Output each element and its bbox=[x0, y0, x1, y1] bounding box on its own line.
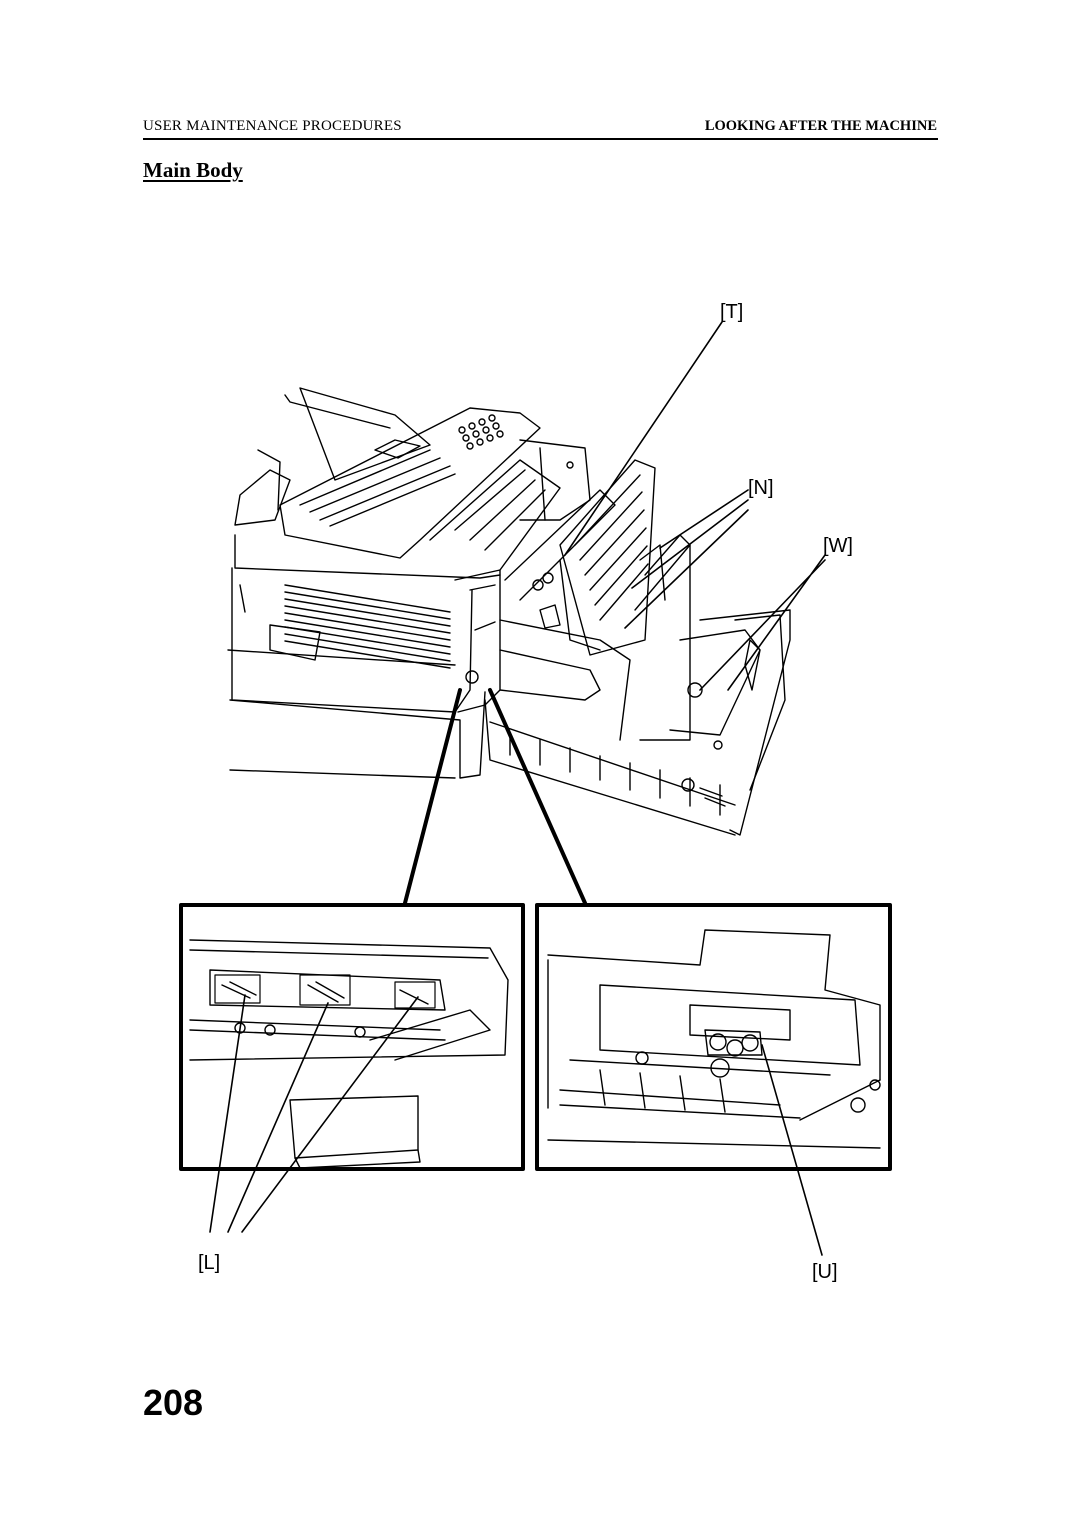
vent-grille bbox=[285, 585, 450, 668]
callout-l: [L] bbox=[198, 1252, 221, 1274]
zoom-connectors bbox=[405, 690, 585, 903]
running-header-right: LOOKING AFTER THE MACHINE bbox=[704, 118, 937, 134]
header-rule bbox=[143, 138, 938, 140]
keypad-buttons bbox=[459, 415, 503, 449]
leader-lines-insets bbox=[210, 995, 822, 1255]
running-header-left: USER MAINTENANCE PROCEDURES bbox=[143, 118, 402, 134]
inset-right-detail bbox=[537, 905, 890, 1169]
leader-lines bbox=[565, 322, 825, 690]
page-number: 208 bbox=[143, 1382, 204, 1423]
inset-left-detail bbox=[181, 905, 523, 1169]
section-title: Main Body bbox=[143, 158, 243, 182]
callout-t: [T] bbox=[720, 301, 744, 323]
callout-u: [U] bbox=[812, 1261, 838, 1283]
callout-w: [W] bbox=[823, 535, 853, 557]
callout-n: [N] bbox=[748, 477, 774, 499]
machine-body-drawing bbox=[228, 388, 790, 835]
